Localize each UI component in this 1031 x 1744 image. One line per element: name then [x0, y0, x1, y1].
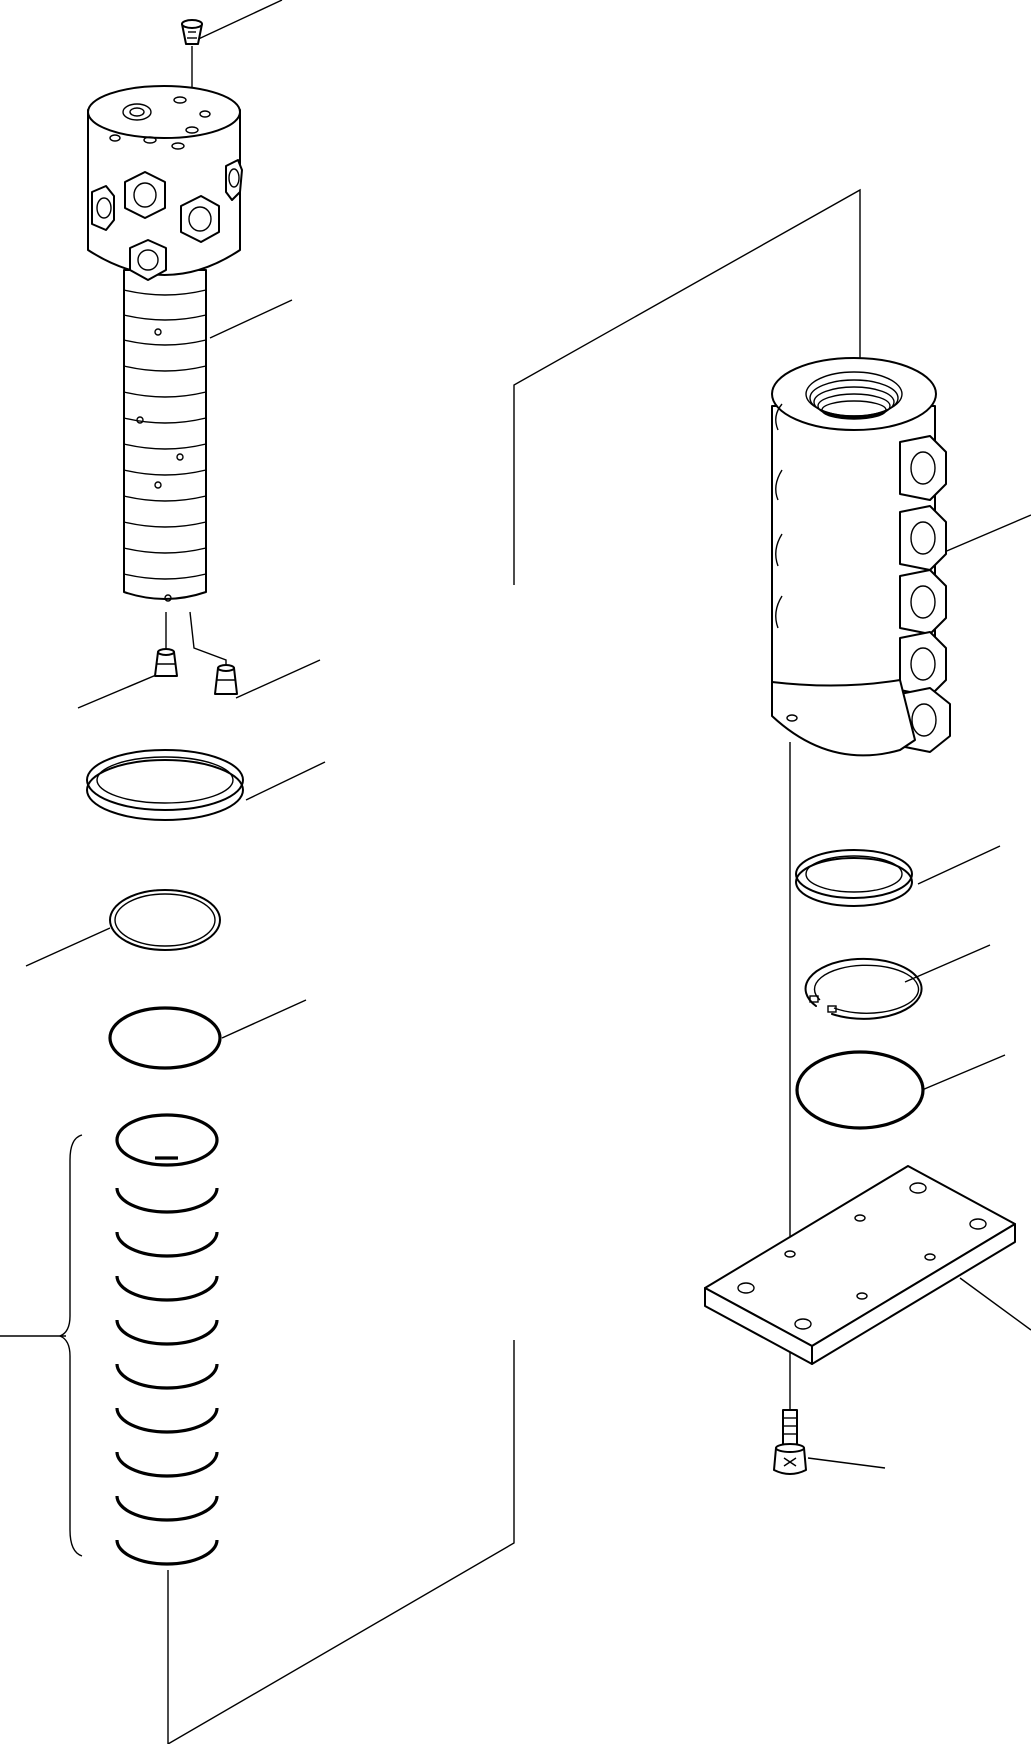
snap-ring	[804, 957, 923, 1020]
housing	[771, 357, 951, 757]
o-ring-right	[795, 1050, 925, 1130]
rotor-shaft	[87, 85, 243, 602]
bolt	[773, 1409, 807, 1475]
plug-left	[154, 648, 178, 677]
plug-right	[214, 664, 238, 695]
ring-large	[86, 749, 244, 821]
seal-stack	[58, 1113, 219, 1566]
o-ring	[108, 1006, 222, 1070]
ring-small	[795, 849, 913, 907]
cover-plate	[704, 1165, 1016, 1365]
plug-top	[181, 19, 203, 45]
ring-thin	[109, 889, 221, 951]
